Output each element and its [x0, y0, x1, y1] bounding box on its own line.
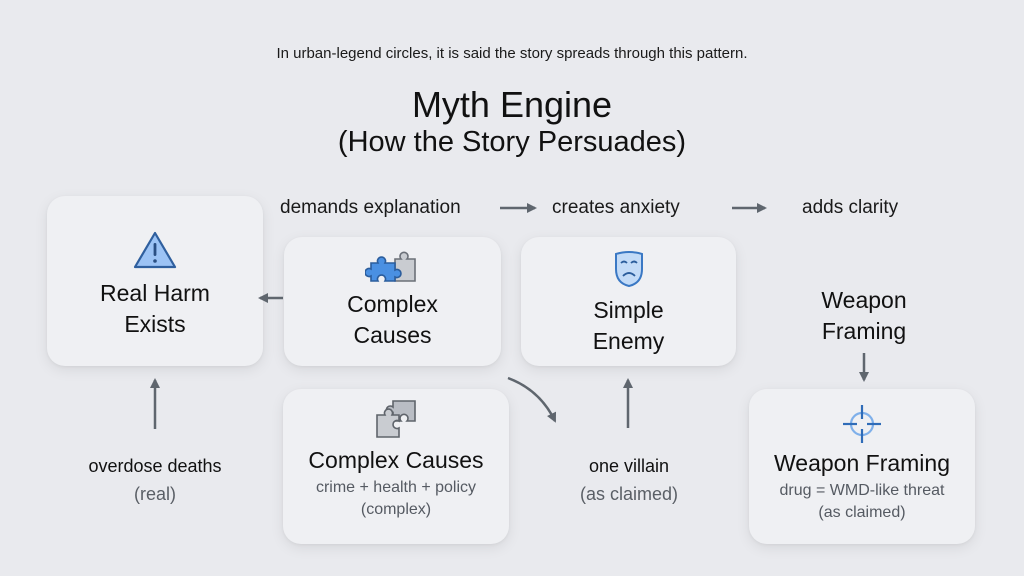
- sad-mask-icon: [614, 251, 643, 288]
- intro-text: In urban-legend circles, it is said the …: [276, 45, 748, 62]
- card-complex-causes[interactable]: Complex Causes: [284, 237, 501, 366]
- card-title-line2: Causes: [353, 322, 432, 348]
- card-title-line1: Simple: [593, 297, 664, 323]
- card-sub-line1: drug = WMD-like threat: [779, 482, 945, 499]
- label-line2: (as claimed): [579, 484, 679, 504]
- label-weapon-framing: Weapon Framing: [764, 285, 964, 347]
- puzzle-pieces-icon: [364, 251, 416, 282]
- card-complex-causes-detail[interactable]: Complex Causes crime + health + policy (…: [283, 389, 509, 544]
- label-overdose-deaths: overdose deaths (real): [55, 452, 255, 508]
- card-title-line1: Real Harm: [100, 280, 210, 306]
- card-sub-line2: (complex): [360, 501, 432, 518]
- flow-label-demands-explanation: demands explanation: [280, 197, 461, 218]
- label-line1: Weapon: [821, 287, 907, 313]
- card-title-line1: Complex: [347, 291, 438, 317]
- card-real-harm-exists[interactable]: Real Harm Exists: [47, 196, 263, 366]
- puzzle-pieces-gray-icon: [376, 400, 416, 438]
- card-weapon-framing-detail[interactable]: Weapon Framing drug = WMD-like threat (a…: [749, 389, 975, 544]
- label-line1: overdose deaths: [88, 456, 222, 476]
- card-sub-line2: (as claimed): [818, 504, 906, 521]
- label-line2: Framing: [821, 318, 907, 344]
- card-title-line2: Enemy: [592, 328, 665, 354]
- warning-triangle-icon: [133, 231, 177, 269]
- flow-label-creates-anxiety: creates anxiety: [552, 197, 680, 218]
- page-title: Myth Engine: [411, 84, 613, 125]
- label-line2: (real): [133, 484, 176, 504]
- card-sub-line1: crime + health + policy: [315, 479, 477, 496]
- crosshair-icon: [843, 405, 881, 443]
- card-title-line2: Exists: [124, 311, 186, 337]
- label-line1: one villain: [588, 456, 670, 476]
- card-simple-enemy[interactable]: Simple Enemy: [521, 237, 736, 366]
- flow-label-adds-clarity: adds clarity: [802, 197, 899, 218]
- label-one-villain: one villain (as claimed): [529, 452, 729, 508]
- arrow-complex-curve: [507, 376, 557, 423]
- page-subtitle: (How the Story Persuades): [337, 126, 687, 158]
- card-title: Weapon Framing: [774, 450, 950, 476]
- card-title: Complex Causes: [308, 447, 484, 473]
